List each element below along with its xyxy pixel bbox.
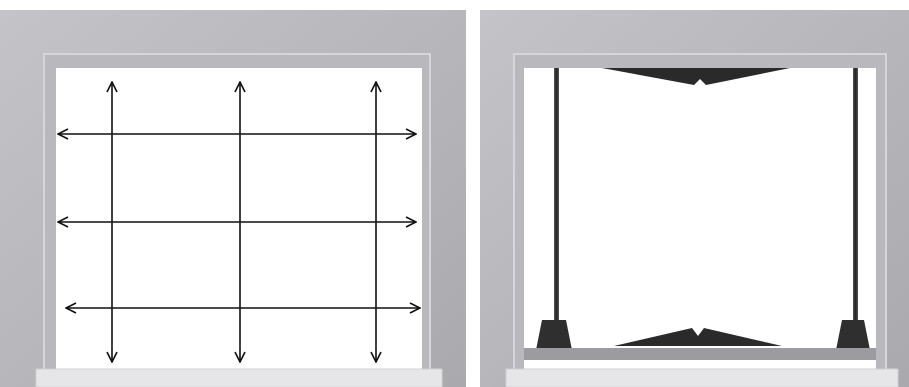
bottom-clamp — [614, 328, 782, 346]
base-block — [35, 368, 443, 387]
grid-arrows-panel — [0, 10, 466, 387]
base-block — [505, 368, 899, 387]
base-strip — [524, 348, 876, 360]
right-post — [853, 68, 858, 338]
left-post — [554, 68, 559, 338]
left-foot — [536, 320, 572, 350]
frame-components-panel — [480, 10, 909, 387]
top-clamp — [602, 68, 790, 85]
window-opening — [524, 68, 876, 371]
right-foot — [836, 320, 870, 350]
window-opening — [56, 68, 422, 371]
